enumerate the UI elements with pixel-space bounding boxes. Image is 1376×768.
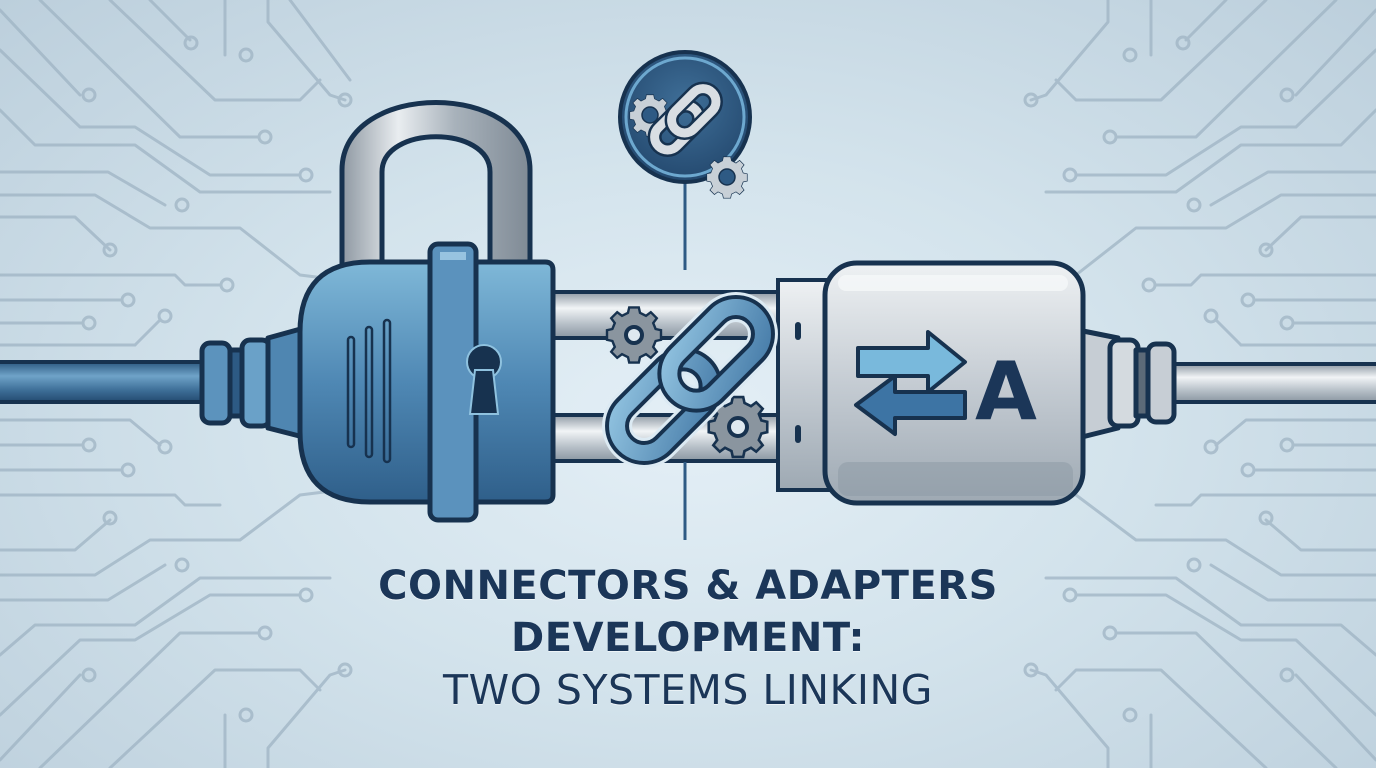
title-line-2: DEVELOPMENT: [511, 615, 865, 661]
top-badge [618, 50, 752, 199]
adapter-letter: A [975, 345, 1037, 438]
center-chain-link [602, 292, 778, 468]
padlock-body [297, 241, 556, 523]
right-strain-relief [1075, 327, 1177, 441]
title-line-3: TWO SYSTEMS LINKING [443, 666, 933, 714]
adapter-body [776, 260, 1086, 506]
padlock-shackle [339, 100, 533, 268]
left-cable [0, 360, 212, 404]
title-line-1: CONNECTORS & ADAPTERS [378, 563, 998, 609]
center-gears [605, 306, 769, 459]
page-title: CONNECTORS & ADAPTERS DEVELOPMENT: TWO S… [0, 560, 1376, 716]
